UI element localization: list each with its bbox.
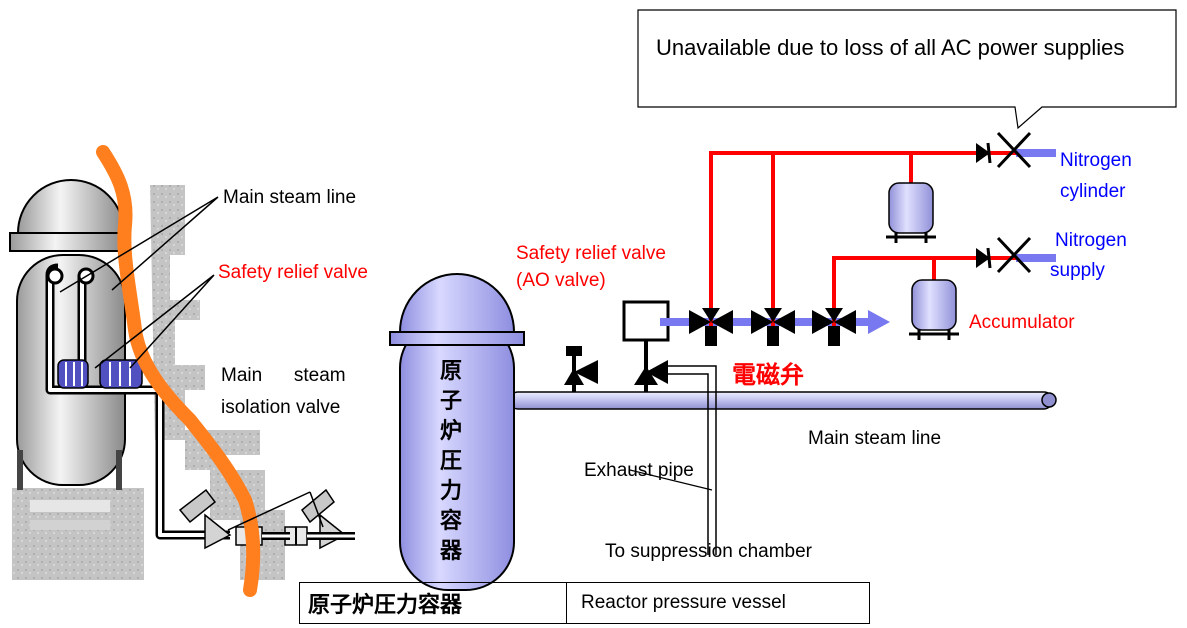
solenoid-valves bbox=[689, 308, 856, 346]
callout-box bbox=[637, 9, 1177, 130]
left-safety-relief-valve-label: Safety relief valve bbox=[218, 262, 368, 283]
nitrogen-supply-label-line2: supply bbox=[1050, 260, 1105, 281]
rpv-vertical-label: 原子炉圧力容器 bbox=[439, 358, 462, 563]
solenoid-valve-label: 電磁弁 bbox=[732, 362, 804, 389]
nitrogen-cylinder-label-line1: Nitrogen bbox=[1060, 150, 1132, 171]
nitrogen-tanks bbox=[886, 182, 959, 340]
left-leader-lines bbox=[59, 196, 324, 531]
accumulator-label: Accumulator bbox=[969, 312, 1075, 333]
legend-japanese: 原子炉圧力容器 bbox=[299, 582, 567, 624]
legend-row: 原子炉圧力容器 Reactor pressure vessel bbox=[299, 582, 870, 624]
failed-valves bbox=[976, 131, 1032, 274]
srv-ao-label-line1: Safety relief valve bbox=[516, 243, 666, 264]
steam-nozzles bbox=[46, 267, 95, 285]
main-steam-pipe bbox=[509, 391, 1057, 410]
nitrogen-lines bbox=[709, 151, 1040, 330]
suppression-chamber-label: To suppression chamber bbox=[605, 541, 812, 562]
nitrogen-supply-label-line1: Nitrogen bbox=[1055, 230, 1127, 251]
exhaust-pipe bbox=[664, 365, 717, 555]
left-building-base bbox=[12, 488, 144, 580]
legend-english: Reactor pressure vessel bbox=[566, 582, 870, 624]
right-leader-lines bbox=[629, 469, 713, 491]
left-reactor-vessel bbox=[9, 179, 126, 490]
callout-text: Unavailable due to loss of all AC power … bbox=[656, 35, 1125, 60]
msiv-label-line2: isolation valve bbox=[221, 397, 341, 418]
right-main-steam-line-label: Main steam line bbox=[808, 428, 942, 449]
srv-ao-label-line2: (AO valve) bbox=[516, 270, 606, 291]
safety-valves-small bbox=[564, 346, 598, 392]
orange-containment-boundary bbox=[96, 145, 261, 597]
left-main-steam-line-label: Main steam line bbox=[223, 187, 357, 208]
legend-table: 原子炉圧力容器 Reactor pressure vessel bbox=[299, 582, 870, 624]
concrete-wall bbox=[150, 185, 285, 580]
nitrogen-cylinder-label-line2: cylinder bbox=[1060, 181, 1126, 202]
msiv-label-line1: Main steam bbox=[221, 365, 346, 386]
reactor-pressure-vessel bbox=[389, 273, 525, 591]
nitrogen-feed-arrows bbox=[1016, 149, 1056, 262]
ao-valve bbox=[622, 300, 670, 392]
exhaust-pipe-label: Exhaust pipe bbox=[584, 460, 694, 481]
